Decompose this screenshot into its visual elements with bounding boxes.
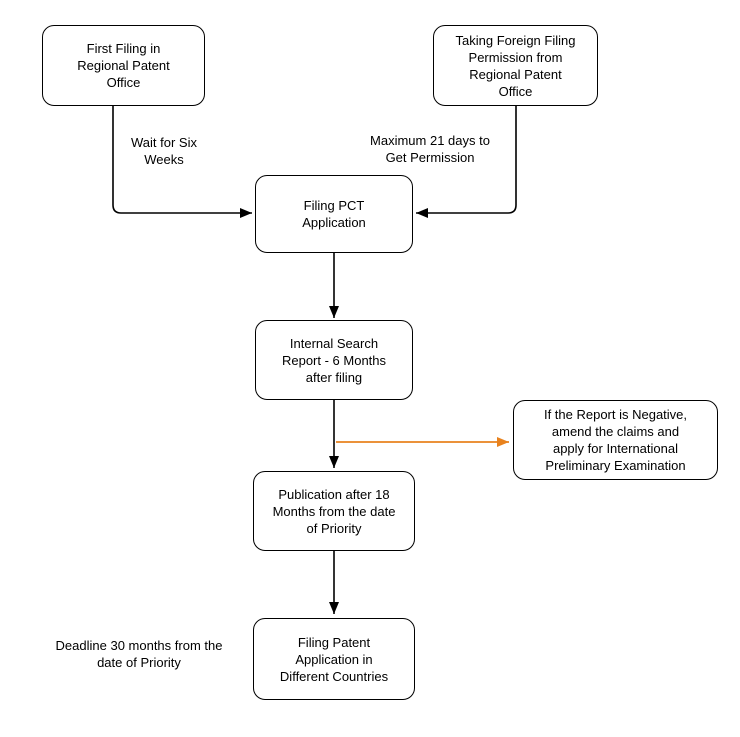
- edge-label-wait-six-weeks: Wait for Six Weeks: [131, 135, 197, 167]
- node-first-filing: First Filing in Regional Patent Office: [42, 25, 205, 106]
- node-publication-18-months: Publication after 18 Months from the dat…: [253, 471, 415, 551]
- edge-permission-to-pct: [416, 106, 517, 218]
- node-foreign-filing-permission: Taking Foreign Filing Permission from Re…: [433, 25, 598, 106]
- node-filing-pct-application: Filing PCT Application: [255, 175, 413, 253]
- node-negative-report-examination: If the Report is Negative, amend the cla…: [513, 400, 718, 480]
- node-internal-search-report: Internal Search Report - 6 Months after …: [255, 320, 413, 400]
- edge-label-max-21-days: Maximum 21 days to Get Permission: [370, 133, 490, 165]
- note-deadline-30-months: Deadline 30 months from the date of Prio…: [55, 638, 223, 670]
- node-filing-different-countries: Filing Patent Application in Different C…: [253, 618, 415, 700]
- edge-first-filing-to-pct: [112, 106, 252, 218]
